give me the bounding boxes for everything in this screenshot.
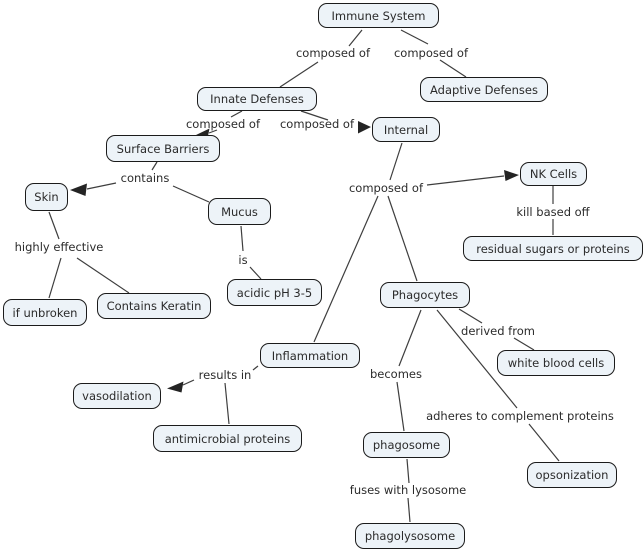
node-contains-keratin[interactable]: Contains Keratin: [97, 293, 211, 319]
edge-label-composed-of-internal-children[interactable]: composed of: [348, 181, 423, 195]
edge-immune-innate: [279, 29, 363, 88]
edge-phagocytes-opsonization: [436, 309, 560, 462]
node-white-blood-cells[interactable]: white blood cells: [497, 350, 615, 376]
node-immune-system[interactable]: Immune System: [318, 3, 439, 28]
node-if-unbroken[interactable]: if unbroken: [3, 299, 87, 326]
edge-label-contains[interactable]: contains: [120, 171, 170, 185]
node-acidic-ph[interactable]: acidic pH 3-5: [227, 279, 322, 306]
edge-label-kill-based-off[interactable]: kill based off: [516, 205, 590, 219]
edge-label-results-in[interactable]: results in: [198, 368, 252, 382]
edge-innate-surface-barriers: [196, 110, 243, 136]
edge-label-derived-from[interactable]: derived from: [461, 324, 535, 338]
node-skin[interactable]: Skin: [25, 183, 68, 211]
node-mucus[interactable]: Mucus: [208, 198, 271, 225]
node-innate-defenses[interactable]: Innate Defenses: [197, 87, 317, 111]
edge-skin-if-unbroken: [48, 211, 62, 299]
edge-skin-contains-keratin: [76, 257, 130, 294]
edge-label-composed-of-surface[interactable]: composed of: [185, 117, 260, 131]
edge-surface-barriers-mucus: [172, 185, 210, 203]
edge-surface-barriers-skin: [70, 161, 158, 196]
edge-label-composed-of-internal[interactable]: composed of: [279, 117, 354, 131]
edge-label-composed-of-adaptive[interactable]: composed of: [393, 46, 468, 60]
node-nk-cells[interactable]: NK Cells: [520, 162, 587, 186]
edge-label-highly-effective[interactable]: highly effective: [14, 240, 104, 254]
edge-immune-adaptive: [400, 29, 467, 78]
edge-inflammation-vasodilation: [167, 379, 195, 393]
edge-internal-stem: [389, 142, 403, 181]
edge-label-is[interactable]: is: [238, 253, 248, 267]
edge-inflammation-stem: [252, 365, 259, 371]
edge-label-composed-of-innate[interactable]: composed of: [295, 46, 370, 60]
node-residual-sugars[interactable]: residual sugars or proteins: [463, 236, 643, 261]
edge-mucus-acidic-ph: [240, 225, 262, 280]
edge-internal-inflammation: [313, 195, 379, 343]
node-opsonization[interactable]: opsonization: [527, 462, 617, 488]
node-surface-barriers[interactable]: Surface Barriers: [106, 135, 220, 162]
edge-phagocytes-white-blood-cells: [458, 308, 535, 351]
edge-phagocytes-phagosome: [396, 309, 422, 432]
edge-phagosome-phagolysosome: [406, 458, 411, 523]
node-phagosome[interactable]: phagosome: [363, 432, 450, 458]
edge-internal-phagocytes: [387, 195, 418, 282]
edge-label-fuses-with-lysosome[interactable]: fuses with lysosome: [349, 483, 467, 497]
node-internal[interactable]: Internal: [372, 117, 440, 142]
edge-label-adheres-to-complement-proteins[interactable]: adheres to complement proteins: [426, 409, 614, 423]
edge-inflammation-antimicrobial: [224, 382, 230, 425]
node-inflammation[interactable]: Inflammation: [260, 343, 360, 368]
node-antimicrobial-proteins[interactable]: antimicrobial proteins: [153, 425, 302, 452]
node-vasodilation[interactable]: vasodilation: [73, 383, 161, 409]
edge-internal-nk-cells: [426, 170, 519, 186]
node-phagocytes[interactable]: Phagocytes: [380, 282, 470, 308]
node-phagolysosome[interactable]: phagolysosome: [355, 523, 465, 549]
edge-innate-internal: [300, 110, 371, 134]
node-adaptive-defenses[interactable]: Adaptive Defenses: [420, 77, 548, 102]
edge-label-becomes[interactable]: becomes: [369, 367, 422, 381]
